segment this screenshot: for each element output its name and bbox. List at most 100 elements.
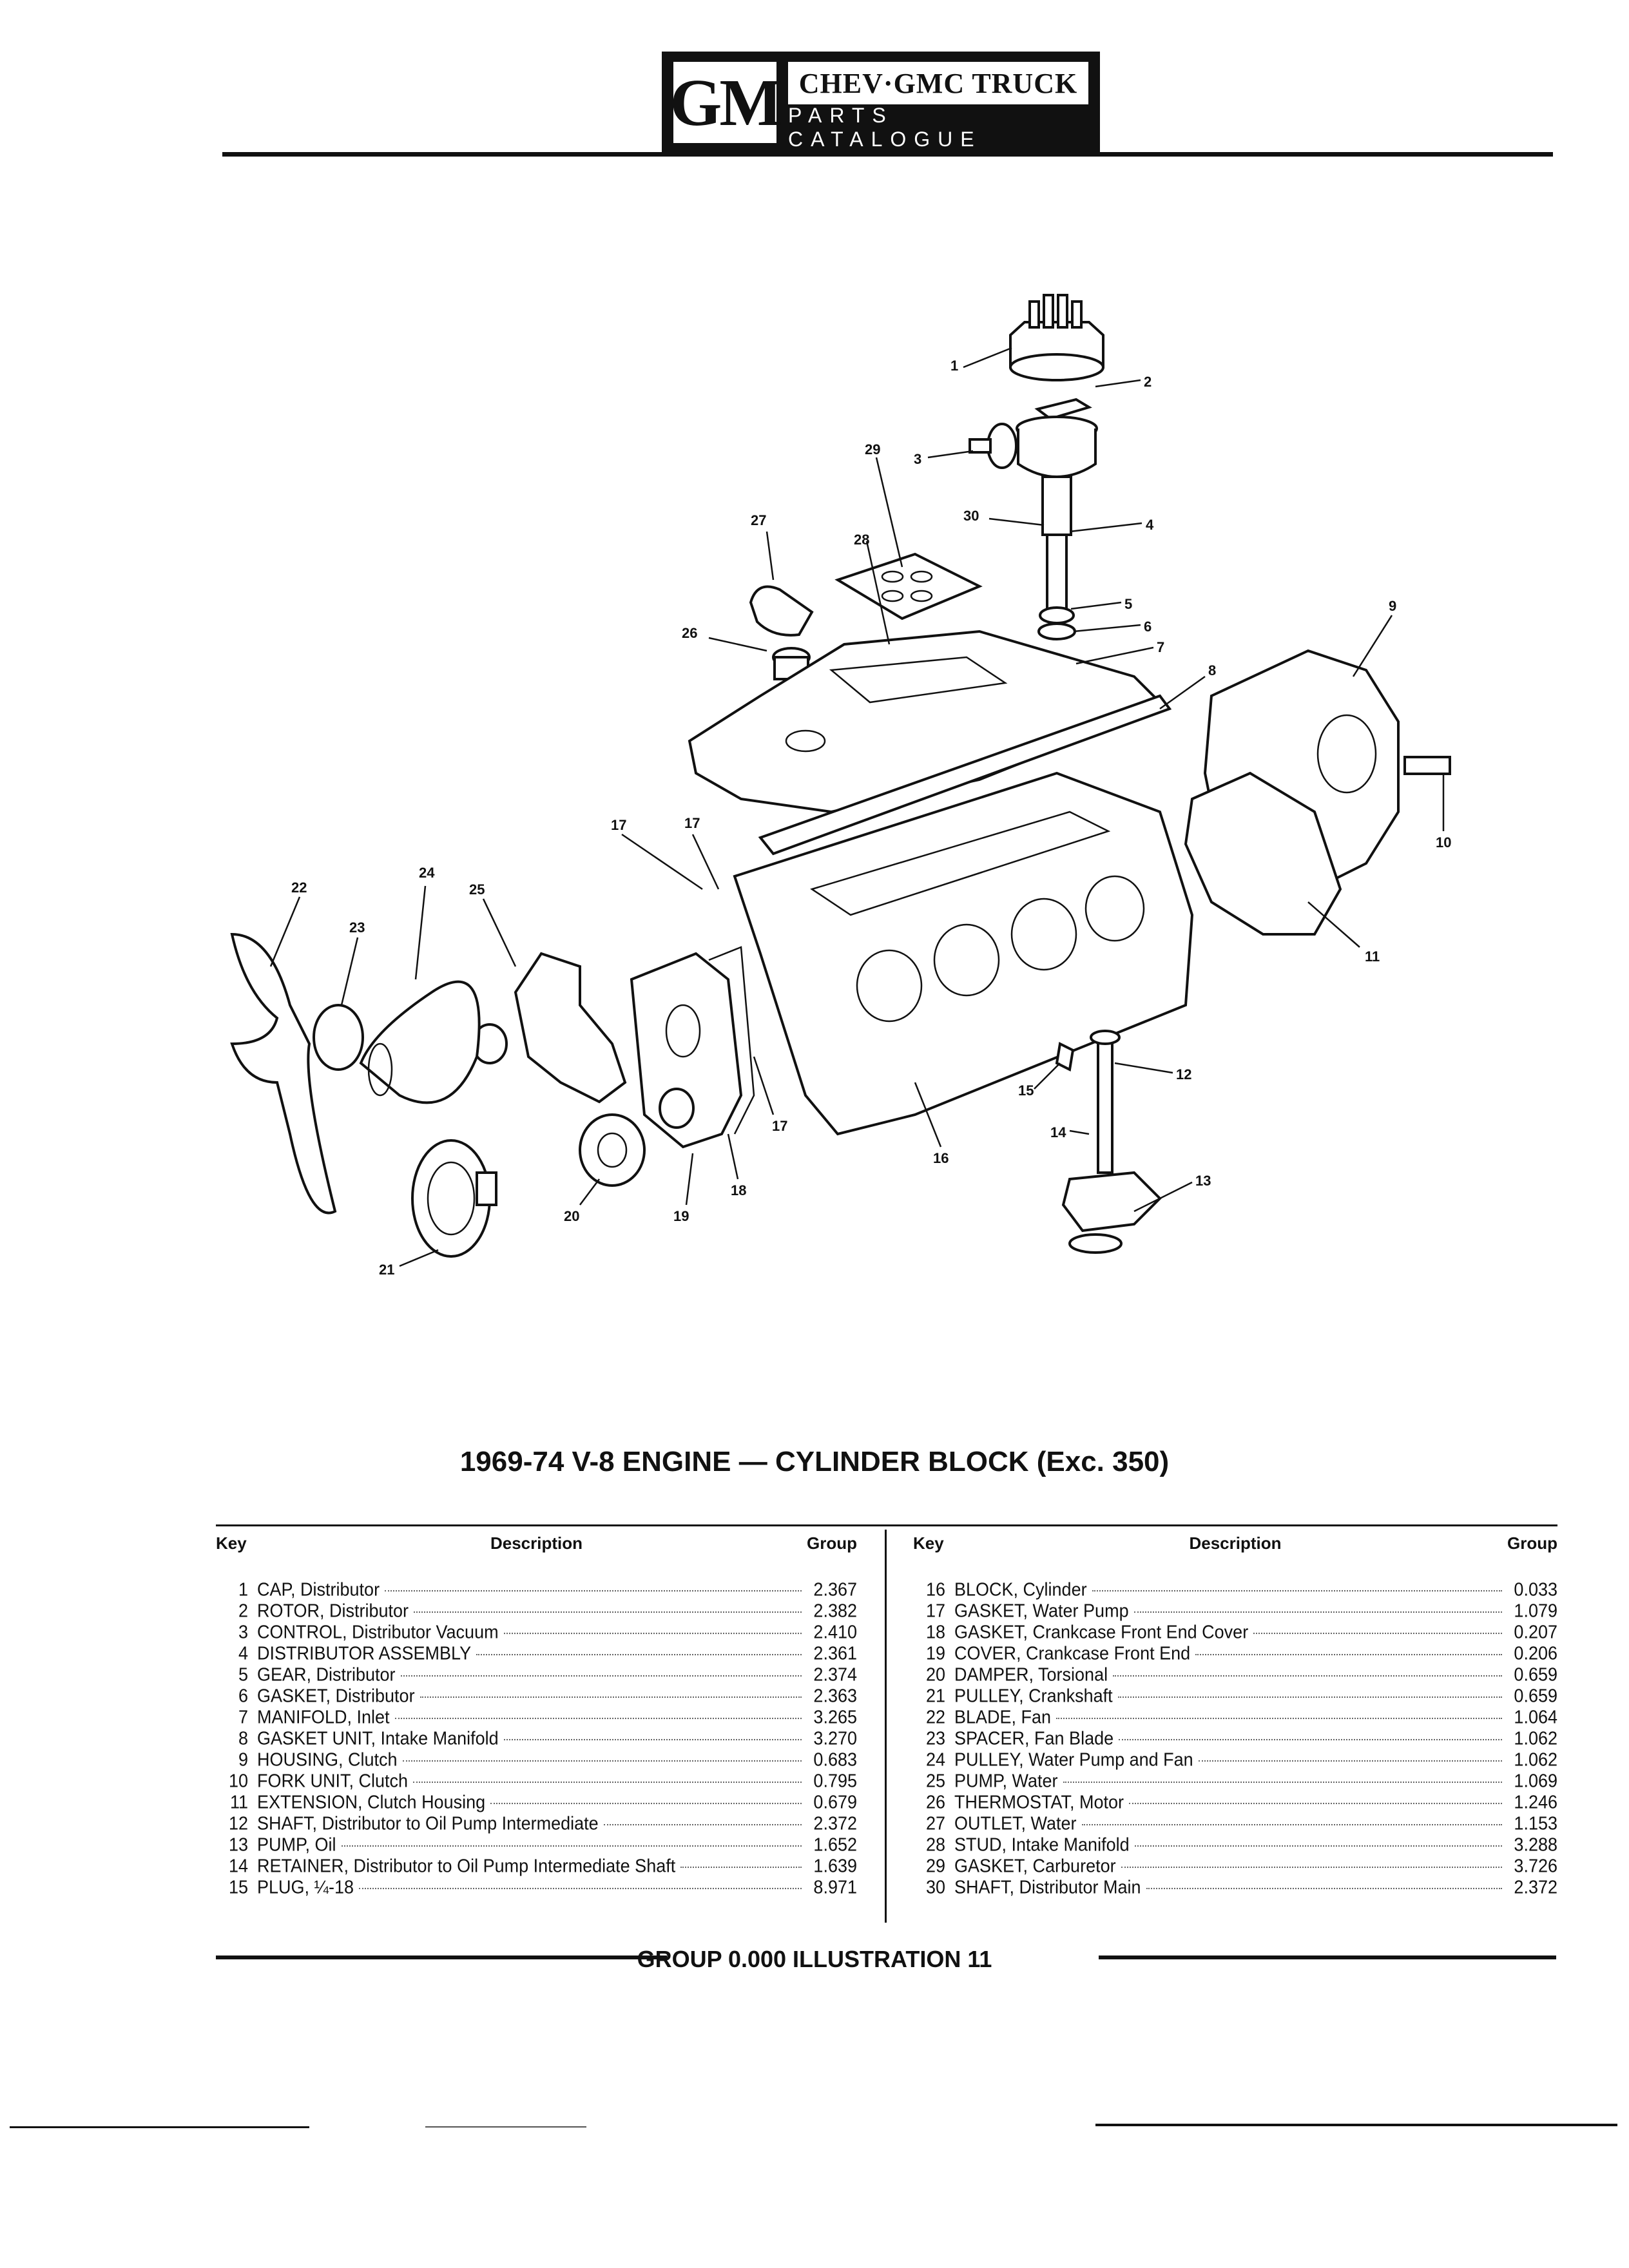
- row-key: 7: [238, 1707, 248, 1727]
- row-description: GASKET, Carburetor: [954, 1856, 1116, 1876]
- footer-rule-right: [1099, 1956, 1556, 1959]
- table-row: 26 THERMOSTAT, Motor 1.246: [913, 1792, 1557, 1814]
- row-key: 12: [228, 1813, 248, 1834]
- row-description: BLADE, Fan: [954, 1707, 1052, 1727]
- logo-title: CHEV·GMC TRUCK: [788, 62, 1088, 104]
- row-key: 14: [228, 1856, 248, 1876]
- row-description: THERMOSTAT, Motor: [954, 1792, 1124, 1812]
- callout: 15: [1018, 1082, 1034, 1099]
- callout: 1: [950, 358, 958, 374]
- front-cover-gasket-drawing: [708, 946, 755, 1135]
- row-group: 1.062: [1514, 1728, 1557, 1749]
- row-group: 2.367: [813, 1579, 857, 1600]
- front-cover-drawing: [630, 952, 743, 1149]
- callout: 3: [914, 451, 921, 467]
- damper-drawing: [579, 1113, 646, 1187]
- row-key: 1: [238, 1579, 248, 1600]
- row-group: 1.079: [1514, 1600, 1557, 1621]
- clutch-extension-drawing: [1184, 771, 1342, 936]
- row-description: GASKET, Water Pump: [954, 1600, 1129, 1621]
- row-description: OUTLET, Water: [954, 1813, 1077, 1834]
- row-group: 1.639: [813, 1856, 857, 1876]
- row-key: 5: [238, 1664, 248, 1685]
- row-group: 1.153: [1514, 1813, 1557, 1834]
- callout: 4: [1146, 517, 1154, 533]
- row-group: 3.270: [813, 1728, 857, 1749]
- row-group: 2.372: [813, 1813, 857, 1834]
- header-key: Key: [913, 1533, 944, 1553]
- callout: 7: [1157, 639, 1164, 655]
- row-description: GASKET UNIT, Intake Manifold: [257, 1728, 499, 1749]
- water-pump-drawing: [514, 952, 627, 1104]
- callout-labels: 1 2 3 4 5 6 7 8 9 10 11 12 13 14 15 16 1…: [291, 358, 1451, 1278]
- logo-mark: GM: [670, 62, 783, 143]
- callout: 11: [1365, 948, 1380, 965]
- row-group: 1.246: [1514, 1792, 1557, 1812]
- callout: 28: [854, 532, 869, 548]
- row-group: 0.659: [1514, 1686, 1557, 1706]
- callout: 5: [1124, 596, 1132, 612]
- bottom-rule-left: [10, 2126, 309, 2128]
- row-group: 0.679: [813, 1792, 857, 1812]
- distributor-cap-drawing: [1009, 294, 1104, 381]
- row-group: 2.410: [813, 1622, 857, 1642]
- row-key: 21: [925, 1686, 945, 1706]
- header-description: Description: [490, 1533, 583, 1553]
- row-description: ROTOR, Distributor: [257, 1600, 409, 1621]
- row-key: 20: [925, 1664, 945, 1685]
- row-group: 0.207: [1514, 1622, 1557, 1642]
- row-key: 10: [228, 1771, 248, 1791]
- row-group: 3.726: [1514, 1856, 1557, 1876]
- row-key: 26: [925, 1792, 945, 1812]
- table-row: 3 CONTROL, Distributor Vacuum 2.410: [216, 1622, 857, 1644]
- callout: 17: [611, 817, 626, 833]
- row-description: PULLEY, Crankshaft: [954, 1686, 1113, 1706]
- row-group: 3.288: [1514, 1834, 1557, 1855]
- bottom-rule-right: [1095, 2124, 1617, 2126]
- row-key: 11: [229, 1792, 248, 1812]
- row-description: CONTROL, Distributor Vacuum: [257, 1622, 499, 1642]
- row-group: 2.382: [813, 1600, 857, 1621]
- row-description: STUD, Intake Manifold: [954, 1834, 1130, 1855]
- rotor-drawing: [1034, 398, 1092, 421]
- callout: 25: [469, 881, 485, 898]
- carburetor-gasket-drawing: [834, 552, 983, 620]
- header-rule: [222, 152, 1553, 157]
- callout: 22: [291, 879, 307, 896]
- header-group: Group: [1507, 1533, 1557, 1553]
- row-key: 19: [925, 1643, 945, 1664]
- row-key: 23: [925, 1728, 945, 1749]
- row-group: 2.363: [813, 1686, 857, 1706]
- row-group: 1.069: [1514, 1771, 1557, 1791]
- row-description: SHAFT, Distributor Main: [954, 1877, 1141, 1898]
- row-description: GEAR, Distributor: [257, 1664, 396, 1685]
- row-description: GASKET, Distributor: [257, 1686, 415, 1706]
- row-key: 13: [228, 1834, 248, 1855]
- callout: 6: [1144, 619, 1152, 635]
- fan-spacer-drawing: [313, 1004, 364, 1071]
- row-description: HOUSING, Clutch: [257, 1749, 398, 1770]
- row-group: 2.374: [813, 1664, 857, 1685]
- row-description: CAP, Distributor: [257, 1579, 380, 1600]
- footer-illustration-number: GROUP 0.000 ILLUSTRATION 11: [637, 1946, 992, 1972]
- table-row: 5 GEAR, Distributor 2.374: [216, 1664, 857, 1687]
- callout: 21: [379, 1262, 394, 1278]
- row-description: DAMPER, Torsional: [954, 1664, 1108, 1685]
- callout: 9: [1389, 598, 1396, 614]
- row-key: 29: [925, 1856, 945, 1876]
- oil-pump-shaft-drawing: [1097, 1036, 1113, 1174]
- row-key: 3: [238, 1622, 248, 1642]
- row-description: PUMP, Oil: [257, 1834, 336, 1855]
- plug-drawing: [1055, 1042, 1075, 1072]
